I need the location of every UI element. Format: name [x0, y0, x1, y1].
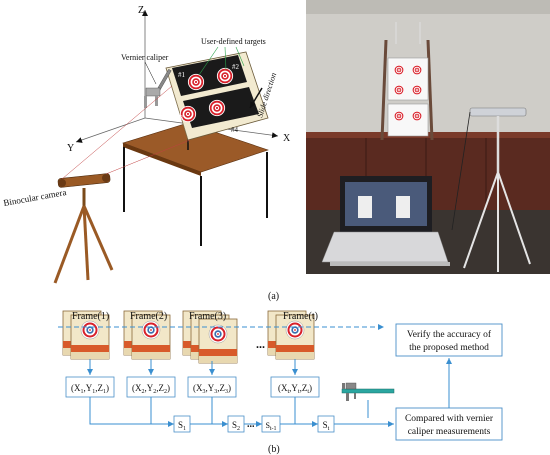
frames-ellipsis: ...	[256, 337, 265, 351]
y-axis	[75, 117, 146, 143]
slide-board-edge	[166, 68, 190, 146]
photo-ceiling-band	[306, 0, 550, 14]
target-leader	[224, 46, 227, 71]
vernier-caliper-label: Vernier caliper	[121, 53, 169, 62]
target-4	[208, 99, 226, 117]
frame-label-1: Frame(1)	[72, 311, 109, 322]
conn-coord1-s1	[89, 397, 174, 427]
z-axis-label: Z	[138, 5, 144, 16]
photo-target-sheet-top	[387, 57, 429, 101]
target-1	[187, 73, 205, 91]
verify-box	[395, 323, 503, 357]
s-ellipsis: ...	[247, 419, 255, 430]
s-label-1: S1	[178, 420, 186, 432]
table-top	[122, 122, 269, 173]
target-id-2: #2	[232, 63, 240, 71]
vernier-caliper-icon	[341, 382, 395, 401]
photo-easel	[380, 39, 388, 141]
target-id-3: #3	[176, 114, 184, 122]
flowchart: Frame(1) Frame(2) Frame(3) Frame(t) ... …	[58, 310, 503, 441]
s-label-t-1: St-1	[265, 421, 276, 432]
caption-a: (a)	[268, 291, 279, 302]
lab-photo	[306, 0, 550, 274]
target-leader	[198, 46, 219, 76]
frame-label-3: Frame(3)	[189, 311, 226, 322]
tripod-leg	[82, 205, 114, 271]
view-ray	[105, 139, 191, 175]
target-leader	[235, 46, 245, 67]
compare-line-1: Compared with vernier	[405, 414, 494, 424]
view-ray	[61, 85, 173, 180]
x-axis-label: X	[283, 133, 291, 144]
coord-text-3: (X3,Y3,Z3)	[193, 383, 231, 395]
tripod-leg	[53, 205, 86, 284]
camera-lens-left	[58, 179, 66, 187]
binocular-camera-label: Binocular camera	[3, 187, 67, 208]
target-2	[216, 67, 234, 85]
s-box-1	[173, 415, 191, 433]
s-label-t: St	[323, 420, 330, 432]
vernier-caliper-drawing	[144, 68, 172, 108]
verify-line-2: the proposed method	[409, 343, 489, 353]
photo-target-sheet-bottom	[387, 103, 429, 137]
s-box-t	[317, 415, 335, 433]
target-id-4: #4	[231, 126, 239, 134]
compare-line-2: caliper measurements	[408, 427, 491, 437]
camera-lens-right	[102, 174, 110, 182]
s-box-2	[227, 415, 245, 433]
user-targets-label: User-defined targets	[201, 37, 266, 46]
verify-line-1: Verify the accuracy of	[407, 329, 492, 340]
caption-b: (b)	[268, 444, 280, 455]
coord-text-1: (X1,Y1,Z1)	[71, 383, 109, 395]
frame-label-t: Frame(t)	[283, 311, 318, 322]
caliper-leader	[144, 61, 157, 85]
slide-arrow	[249, 87, 263, 109]
photo-camera	[469, 107, 527, 117]
coord-text-2: (X2,Y2,Z2)	[132, 383, 170, 395]
target-id-1: #1	[178, 71, 186, 79]
tripod-leg	[82, 205, 90, 281]
camera-bar	[57, 173, 111, 188]
table-edge	[123, 143, 201, 176]
y-axis-label: Y	[67, 143, 74, 154]
coord-text-t: (Xt,Yt,Zt)	[278, 383, 312, 395]
photo-laptop-base	[321, 231, 449, 263]
frame-label-2: Frame(2)	[130, 311, 167, 322]
schematic-illustration: Z X Y #1 #2 #3 #4 Vernier caliper	[3, 5, 291, 284]
s-box-t-1	[261, 415, 281, 433]
s-label-2: S2	[232, 420, 240, 432]
